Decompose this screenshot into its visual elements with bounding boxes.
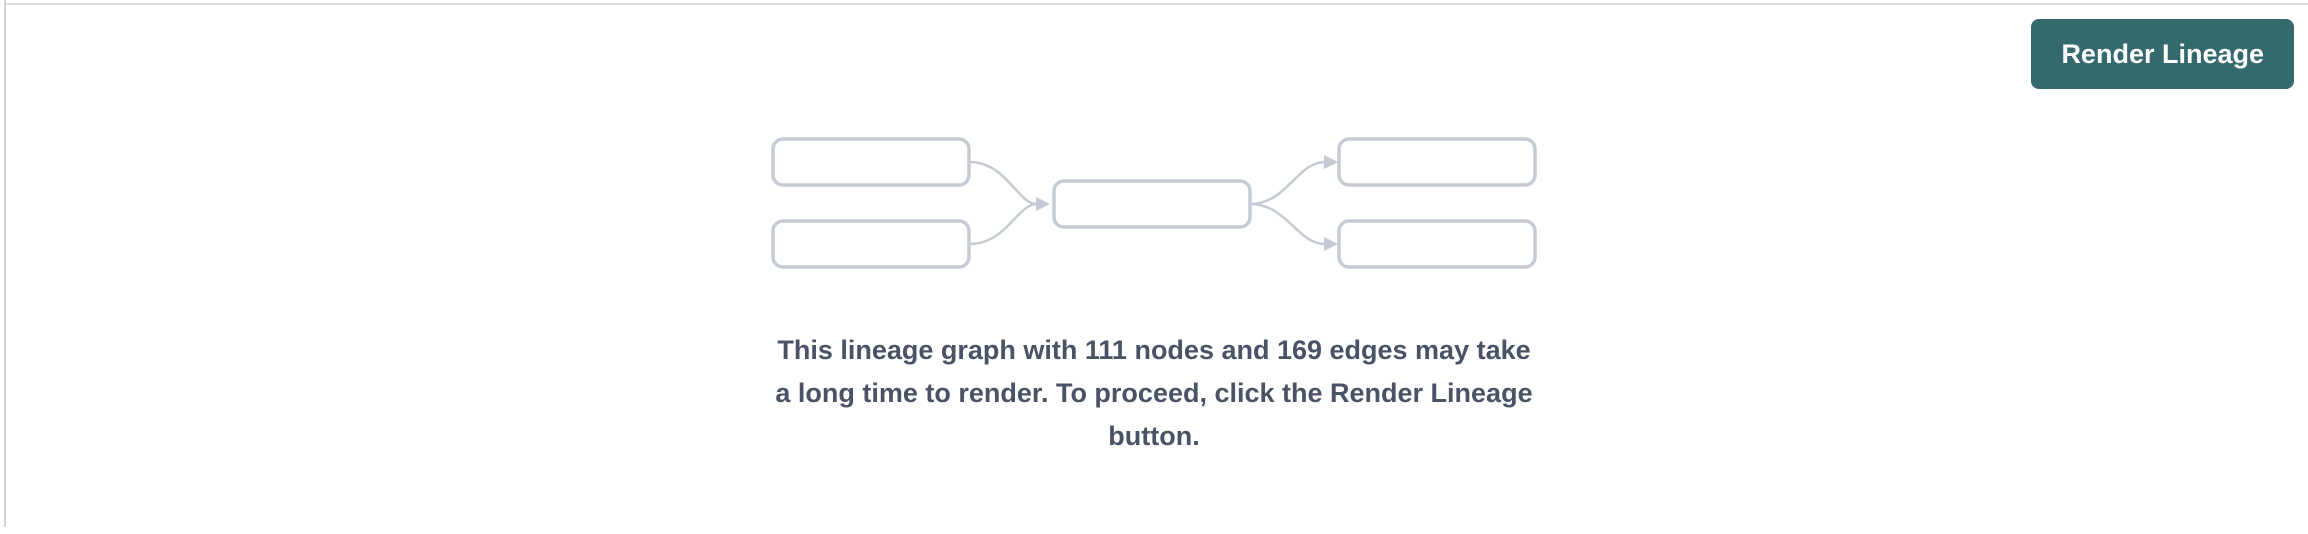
placeholder-node — [771, 137, 971, 187]
panel-left-border — [4, 0, 6, 527]
arrowhead-icon — [1324, 237, 1338, 251]
placeholder-edge — [1249, 160, 1326, 206]
placeholder-edge — [968, 160, 1038, 206]
render-warning-line: a long time to render. To proceed, click… — [775, 378, 1533, 408]
placeholder-node — [1052, 179, 1252, 229]
render-warning-line: button. — [1108, 421, 1200, 451]
placeholder-node — [771, 219, 971, 269]
render-lineage-button[interactable]: Render Lineage — [2031, 19, 2294, 89]
lineage-placeholder-diagram — [771, 137, 1537, 269]
arrowhead-icon — [1324, 155, 1338, 169]
render-warning-message: This lineage graph with 111 nodes and 16… — [775, 329, 1532, 458]
placeholder-node — [1337, 219, 1537, 269]
panel-top-border — [4, 3, 2308, 5]
placeholder-node — [1337, 137, 1537, 187]
render-warning-line: This lineage graph with 111 nodes and 16… — [777, 335, 1531, 365]
placeholder-edge — [1249, 202, 1326, 246]
arrowhead-icon — [1036, 197, 1050, 211]
lineage-preview-content: This lineage graph with 111 nodes and 16… — [0, 135, 2308, 458]
placeholder-edge — [968, 202, 1038, 246]
